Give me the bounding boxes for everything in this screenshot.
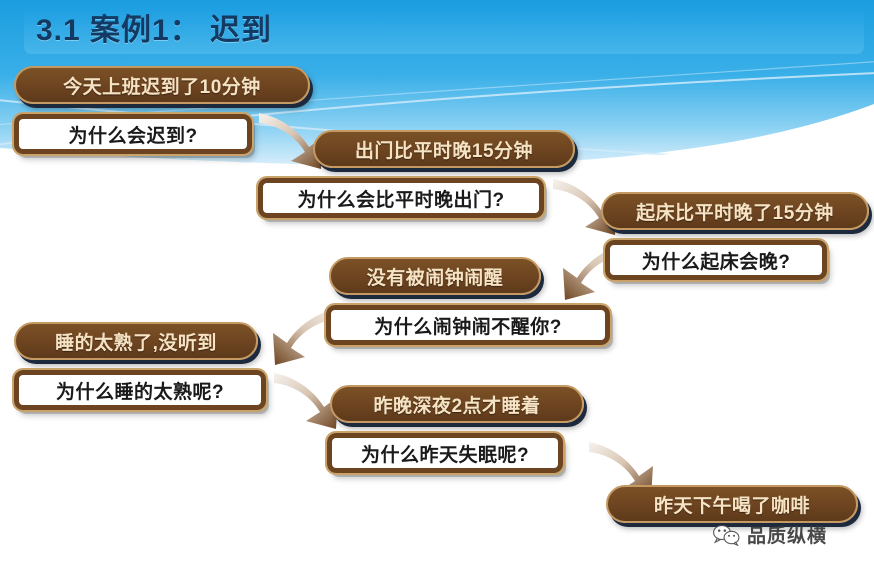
fact-node-slept-at-2am: 昨晚深夜2点才睡着 — [330, 385, 584, 423]
fact-node-left-15-late: 出门比平时晚15分钟 — [313, 130, 575, 168]
fact-node-late-10-min: 今天上班迟到了10分钟 — [14, 66, 310, 104]
why-node-why-woke-late: 为什么起床会晚? — [603, 238, 829, 282]
fact-node-alarm-did-not-wake: 没有被闹钟闹醒 — [329, 257, 541, 295]
page-title: 3.1 案例1： 迟到 — [36, 14, 273, 47]
why-node-why-left-late: 为什么会比平时晚出门? — [256, 176, 546, 220]
why-node-why-insomnia: 为什么昨天失眠呢? — [325, 431, 565, 475]
fact-node-woke-15-late: 起床比平时晚了15分钟 — [601, 192, 869, 230]
why-node-why-slept-too-deep: 为什么睡的太熟呢? — [12, 368, 268, 412]
fact-node-slept-too-deep: 睡的太熟了,没听到 — [14, 322, 258, 360]
why-node-why-late: 为什么会迟到? — [12, 112, 254, 156]
wechat-icon — [713, 524, 740, 546]
watermark-label: 品质纵横 — [747, 526, 828, 547]
why-node-why-alarm-failed: 为什么闹钟闹不醒你? — [324, 303, 612, 347]
fact-node-drank-coffee: 昨天下午喝了咖啡 — [606, 485, 858, 523]
watermark: 品质纵横 — [712, 521, 827, 548]
